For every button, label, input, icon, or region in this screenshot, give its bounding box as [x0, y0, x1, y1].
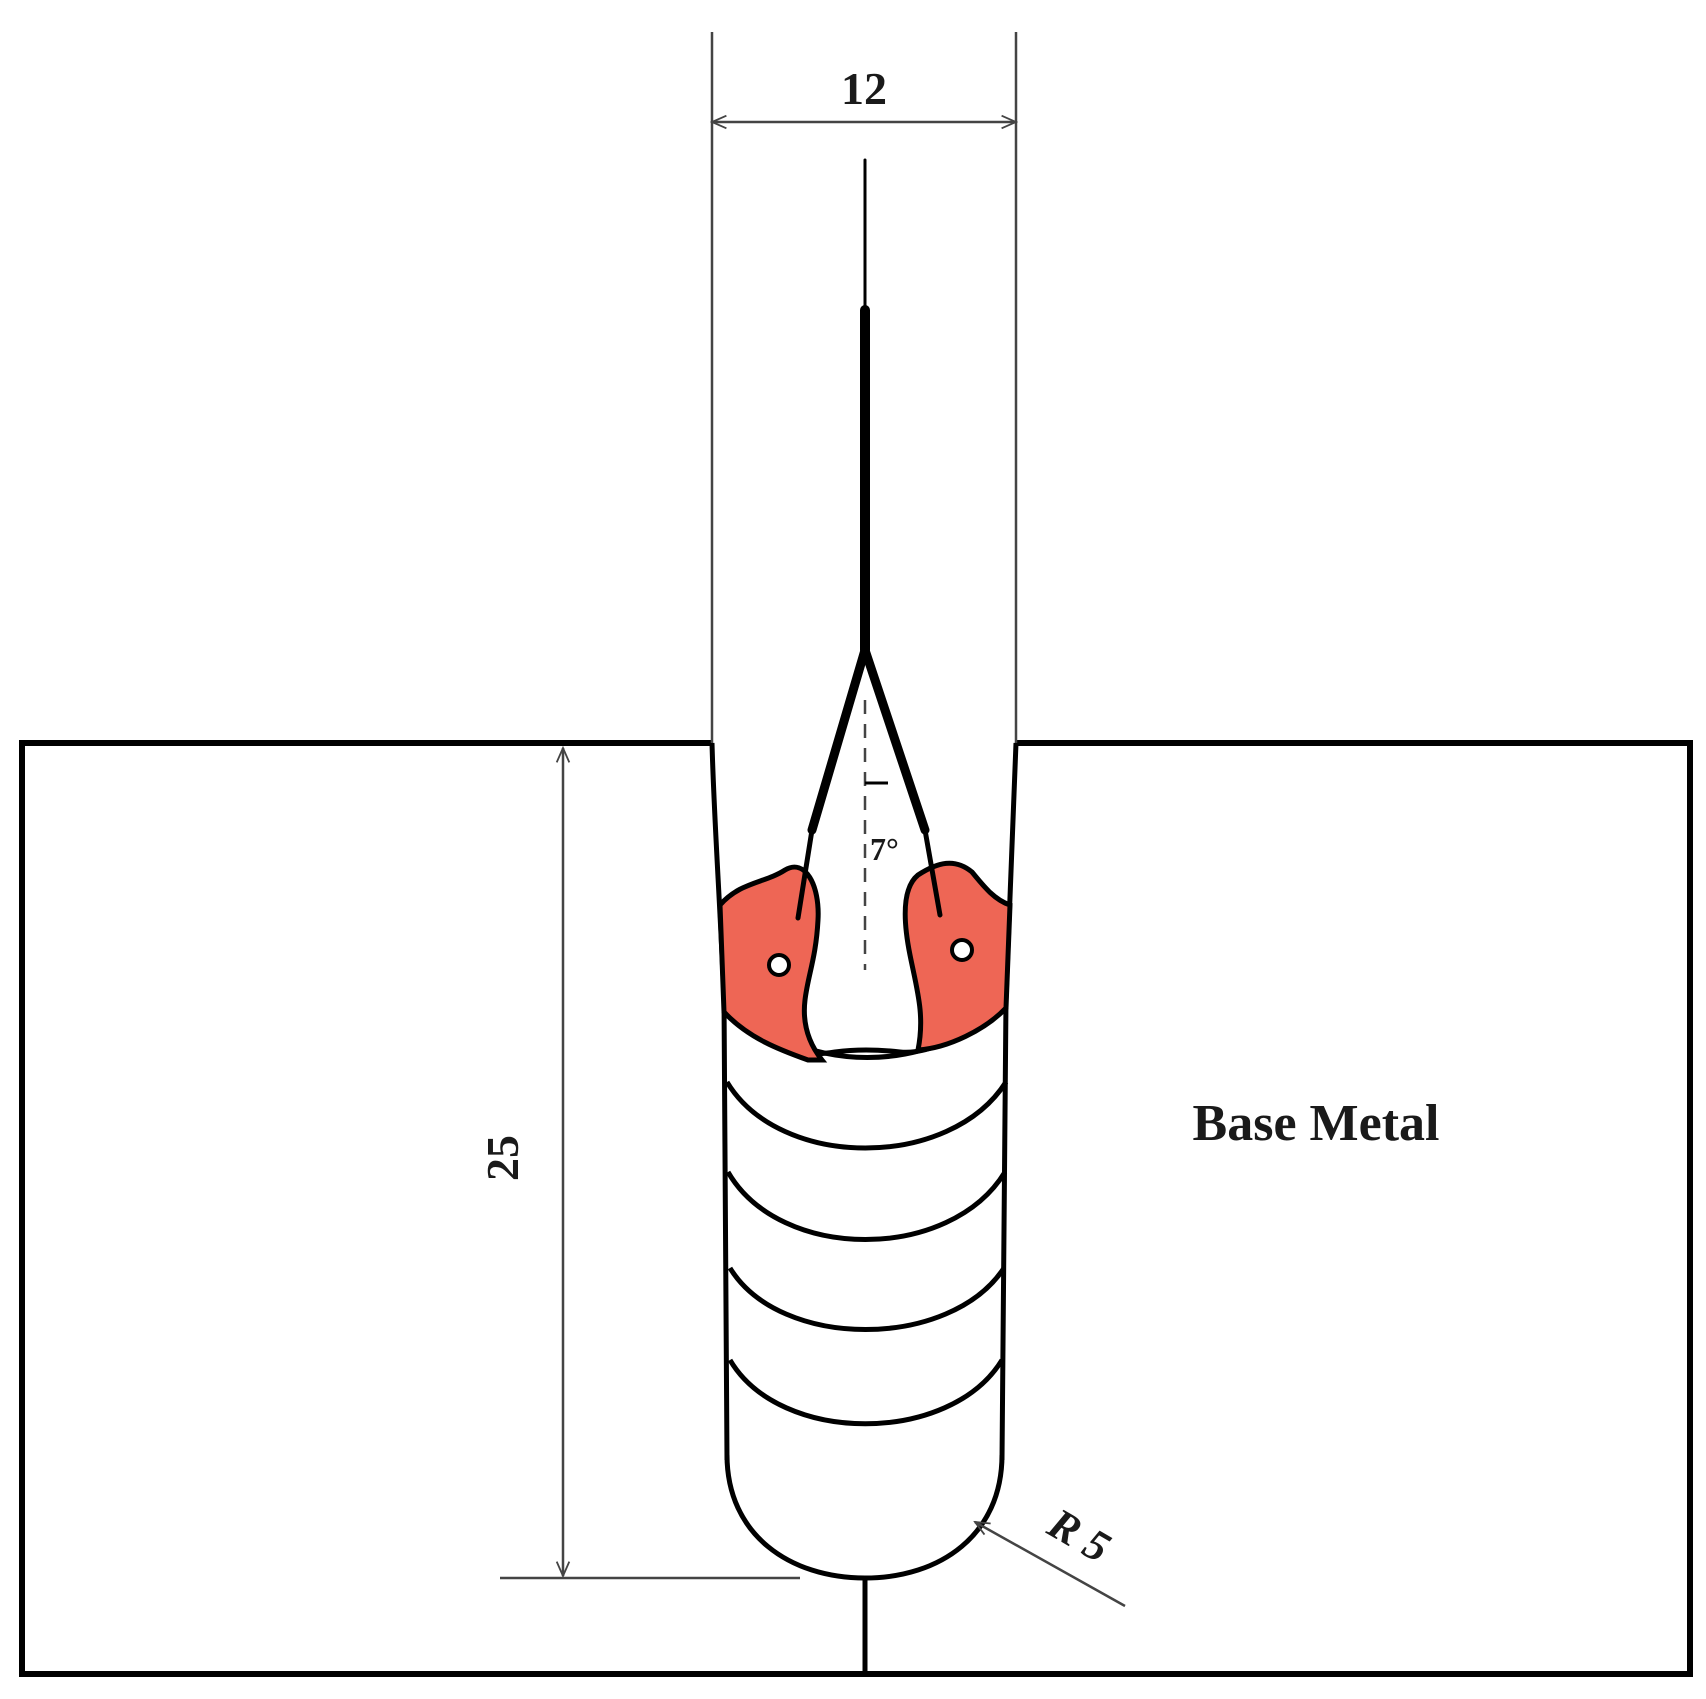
root-radius-label: R 5: [1039, 1498, 1118, 1572]
width-dimension: 12: [712, 63, 1016, 122]
left-plate-outline: [19, 740, 865, 1677]
weld-bead-boundary-4: [724, 1080, 1009, 1151]
wire-tip-right: [922, 827, 943, 918]
root-bead: [724, 1454, 1005, 1581]
radius-leader-line: [975, 1522, 1126, 1608]
twin-wire-electrode: [795, 158, 943, 921]
base-metal-plates: [19, 740, 1693, 1677]
groove-left-wall: [709, 742, 730, 1461]
depth-label: 25: [477, 1135, 528, 1181]
depth-dimension: 25: [477, 748, 800, 1580]
base-metal-label: Base Metal: [1193, 1095, 1440, 1152]
wire-angle-indicator: 7°: [863, 700, 899, 970]
weld-bead-boundary-2: [727, 1266, 1007, 1332]
wire-angle-label: 7°: [870, 831, 899, 867]
arc-point-right-icon: [950, 938, 974, 962]
groove-right-wall: [999, 742, 1019, 1461]
wire-branch-left: [807, 645, 870, 835]
wire-branch-right: [860, 645, 930, 835]
groove-walls: [710, 32, 1018, 743]
groove-width-label: 12: [841, 63, 887, 114]
radius-leader: R 5: [975, 1498, 1126, 1608]
wire-tip-left: [795, 827, 815, 921]
arc-point-left-icon: [767, 953, 791, 977]
right-plate-outline: [865, 740, 1693, 1677]
weld-bead-boundary-3: [725, 1170, 1008, 1242]
weld-bead-boundary-1: [727, 1358, 1005, 1427]
